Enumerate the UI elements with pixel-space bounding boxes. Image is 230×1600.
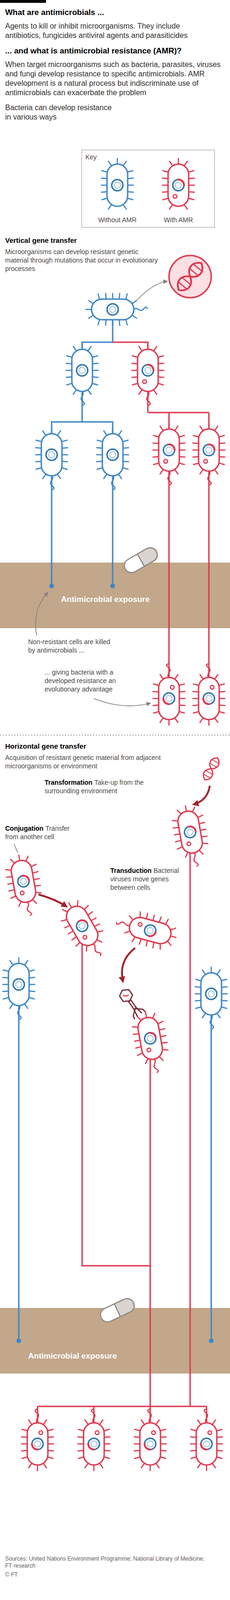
bacterium xyxy=(195,968,228,1030)
annotation-heading: Conjugation xyxy=(5,825,44,834)
chart-title: What are antimicrobials ... xyxy=(5,7,222,18)
bacterium xyxy=(153,664,185,727)
annotation-heading: Transformation xyxy=(44,779,93,788)
bacterium xyxy=(112,907,181,955)
annotation: Bacteria can develop resistance in vario… xyxy=(5,103,118,123)
bacterium xyxy=(21,1410,54,1473)
annotation-heading: Transduction xyxy=(110,867,152,876)
annotation: Microorganisms can develop resistant gen… xyxy=(5,247,161,274)
leader-line xyxy=(35,593,48,637)
bacterium xyxy=(192,423,225,486)
bacterium xyxy=(2,958,35,1021)
dna-inset xyxy=(168,255,212,299)
bacterium xyxy=(192,664,225,727)
label-group: ConjugationTransfer from another cell xyxy=(5,825,71,843)
annotation: ... giving bacteria with a developed res… xyxy=(44,668,139,695)
annotation: Agents to kill or inhibit microorganisms… xyxy=(5,21,212,41)
transfer-arrow xyxy=(38,895,67,908)
pill-icon xyxy=(122,545,161,576)
bacterium xyxy=(190,1410,223,1473)
leader-line xyxy=(137,281,168,301)
bacterium xyxy=(130,1010,173,1077)
annotation: When target microorganisms such as bacte… xyxy=(5,60,222,98)
header-bar xyxy=(0,0,46,3)
legend-label: Without AMR xyxy=(89,215,146,225)
transfer-arrow xyxy=(122,949,136,983)
legend-sample xyxy=(162,158,195,210)
annotation: Acquisition of resistant genetic materia… xyxy=(5,754,189,772)
dna-helix xyxy=(174,259,207,295)
annotation: Horizontal gene transfer xyxy=(5,742,193,752)
pill-icon xyxy=(98,1297,137,1326)
annotation: Non-resistant cells are killed by antimi… xyxy=(28,638,118,656)
lineage-lines xyxy=(18,833,212,1446)
label-group: TransductionBacterial viruses move genes… xyxy=(110,867,181,893)
leader-line xyxy=(14,844,18,855)
separator xyxy=(0,735,230,737)
annotation: ... and what is antimicrobial resistance… xyxy=(5,46,226,57)
bacterium xyxy=(35,428,68,491)
key-box xyxy=(81,150,215,228)
annotation: Sources: United Nations Environment Prog… xyxy=(5,1557,212,1572)
bacterium xyxy=(77,1410,110,1473)
annotation: Key xyxy=(85,153,114,162)
leader-line xyxy=(93,699,151,707)
transfer-arrow xyxy=(193,786,210,806)
annotation: Vertical gene transfer xyxy=(5,236,193,246)
bacterium xyxy=(134,1410,167,1473)
bacterium xyxy=(96,428,129,491)
bacterium xyxy=(66,344,99,406)
bacterium xyxy=(3,853,46,920)
annotation: © FT xyxy=(5,1573,53,1581)
dna-strand xyxy=(200,756,222,783)
phage xyxy=(116,987,146,1021)
bacterium xyxy=(85,293,148,326)
legend-label: With AMR xyxy=(150,215,207,225)
label-group: TransformationTake-up from the surroundi… xyxy=(44,779,158,797)
bacterium xyxy=(131,344,164,406)
bacterium xyxy=(153,423,185,486)
bacterium xyxy=(169,804,213,871)
exposure-band: Antimicrobial exposure xyxy=(0,563,230,629)
legend-sample xyxy=(101,158,134,210)
band-label: Antimicrobial exposure xyxy=(28,1352,117,1364)
band-label: Antimicrobial exposure xyxy=(61,595,150,606)
